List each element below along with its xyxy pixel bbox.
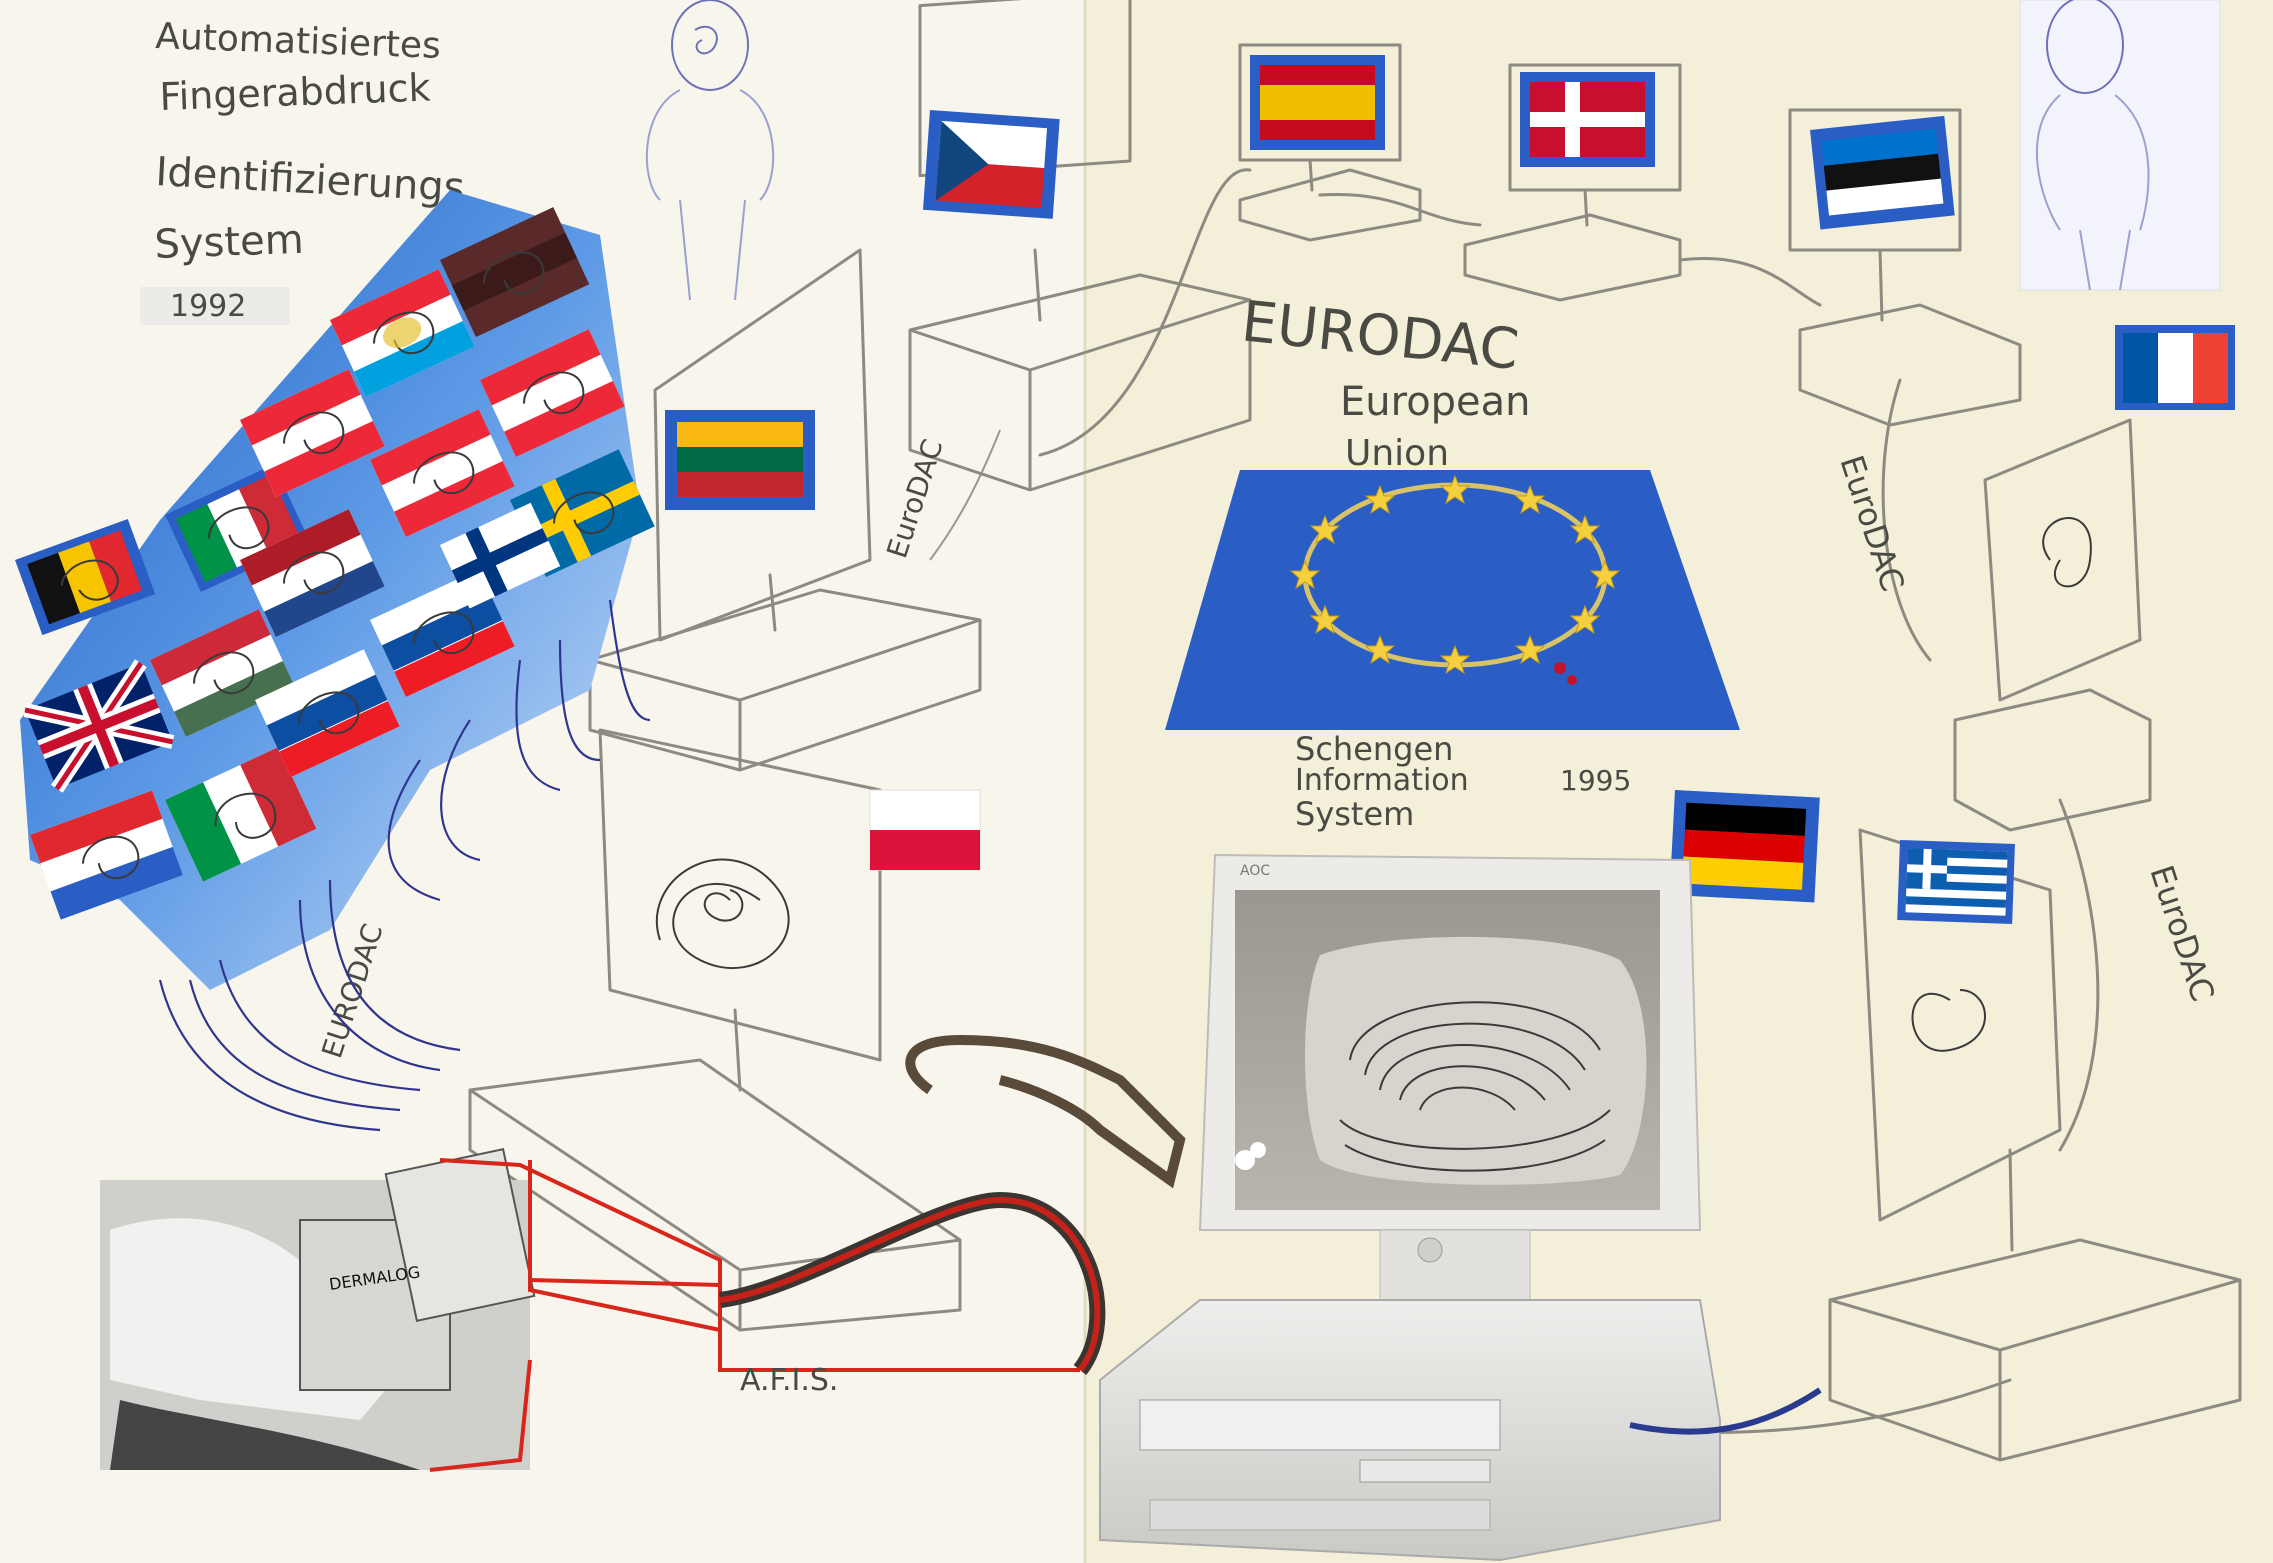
flag-belgium xyxy=(15,518,156,636)
flag-france xyxy=(2115,325,2235,410)
dermalog-scanner-photo: DERMALOG xyxy=(100,1147,536,1470)
figure-sketch-left xyxy=(645,0,775,301)
flag-austria-2 xyxy=(370,409,515,538)
flag-austria xyxy=(239,369,385,498)
afis-label: A.F.I.S. xyxy=(740,1363,838,1398)
flag-netherlands-2 xyxy=(239,509,385,638)
eurodac-network-loop xyxy=(929,168,2100,1435)
flag-italy xyxy=(165,464,310,593)
flag-poland xyxy=(869,789,981,871)
flag-czech-republic xyxy=(923,110,1060,219)
flag-denmark xyxy=(1520,72,1655,167)
flag-hungary xyxy=(150,609,295,738)
sis-year: 1995 xyxy=(1560,764,1631,797)
title-line-2: Fingerabdruck xyxy=(159,66,431,119)
flag-greece xyxy=(1897,840,2015,924)
cd-drive[interactable] xyxy=(1139,1399,1501,1451)
flag-lithuania xyxy=(665,410,815,510)
title-year: 1992 xyxy=(170,289,246,324)
flag-netherlands-1 xyxy=(30,790,183,920)
workstation-spain xyxy=(1238,43,1422,242)
flag-estonia xyxy=(1810,115,1955,230)
flag-germany xyxy=(1669,790,1820,903)
eu-label-line-1: European xyxy=(1340,379,1531,425)
flag-austria-3 xyxy=(480,329,625,458)
fingerprint-ridges xyxy=(1339,1001,1611,1172)
eu-blue-field xyxy=(1165,470,1740,730)
afis-wires: A.F.I.S. xyxy=(429,1034,1186,1472)
workstation-france xyxy=(1953,418,2152,832)
workstation-denmark xyxy=(1463,63,1682,302)
flag-finland xyxy=(440,502,561,609)
screen-fingerprint xyxy=(1305,936,1647,1185)
fingerprint-flags-collage xyxy=(15,190,655,1132)
aoc-computer: AOC xyxy=(1099,853,1822,1562)
floppy-drive[interactable] xyxy=(1359,1459,1491,1483)
flag-germany-dark xyxy=(440,207,590,338)
sis-label-line-1: Schengen xyxy=(1295,730,1453,768)
monitor-brand: AOC xyxy=(1240,863,1270,879)
flag-italy-2 xyxy=(165,747,317,882)
flag-luxembourg xyxy=(330,269,475,398)
workstation-estonia xyxy=(1788,108,2022,427)
figure-sketch-right xyxy=(2019,0,2221,291)
title-line-4: System xyxy=(154,217,305,268)
flag-spain xyxy=(1250,55,1385,150)
collage-wires xyxy=(158,599,651,1132)
title-line-1: Automatisiertes xyxy=(155,16,442,67)
flag-united-kingdom xyxy=(23,659,175,793)
monitor-power-button[interactable] xyxy=(1417,1237,1443,1263)
sis-label-line-2: Information xyxy=(1295,763,1469,798)
european-union-panel: European Union Schengen Information Syst… xyxy=(1165,379,1740,833)
eu-label-line-2: Union xyxy=(1345,433,1449,474)
flag-slovakia xyxy=(254,649,400,778)
sis-label-line-3: System xyxy=(1295,795,1414,833)
